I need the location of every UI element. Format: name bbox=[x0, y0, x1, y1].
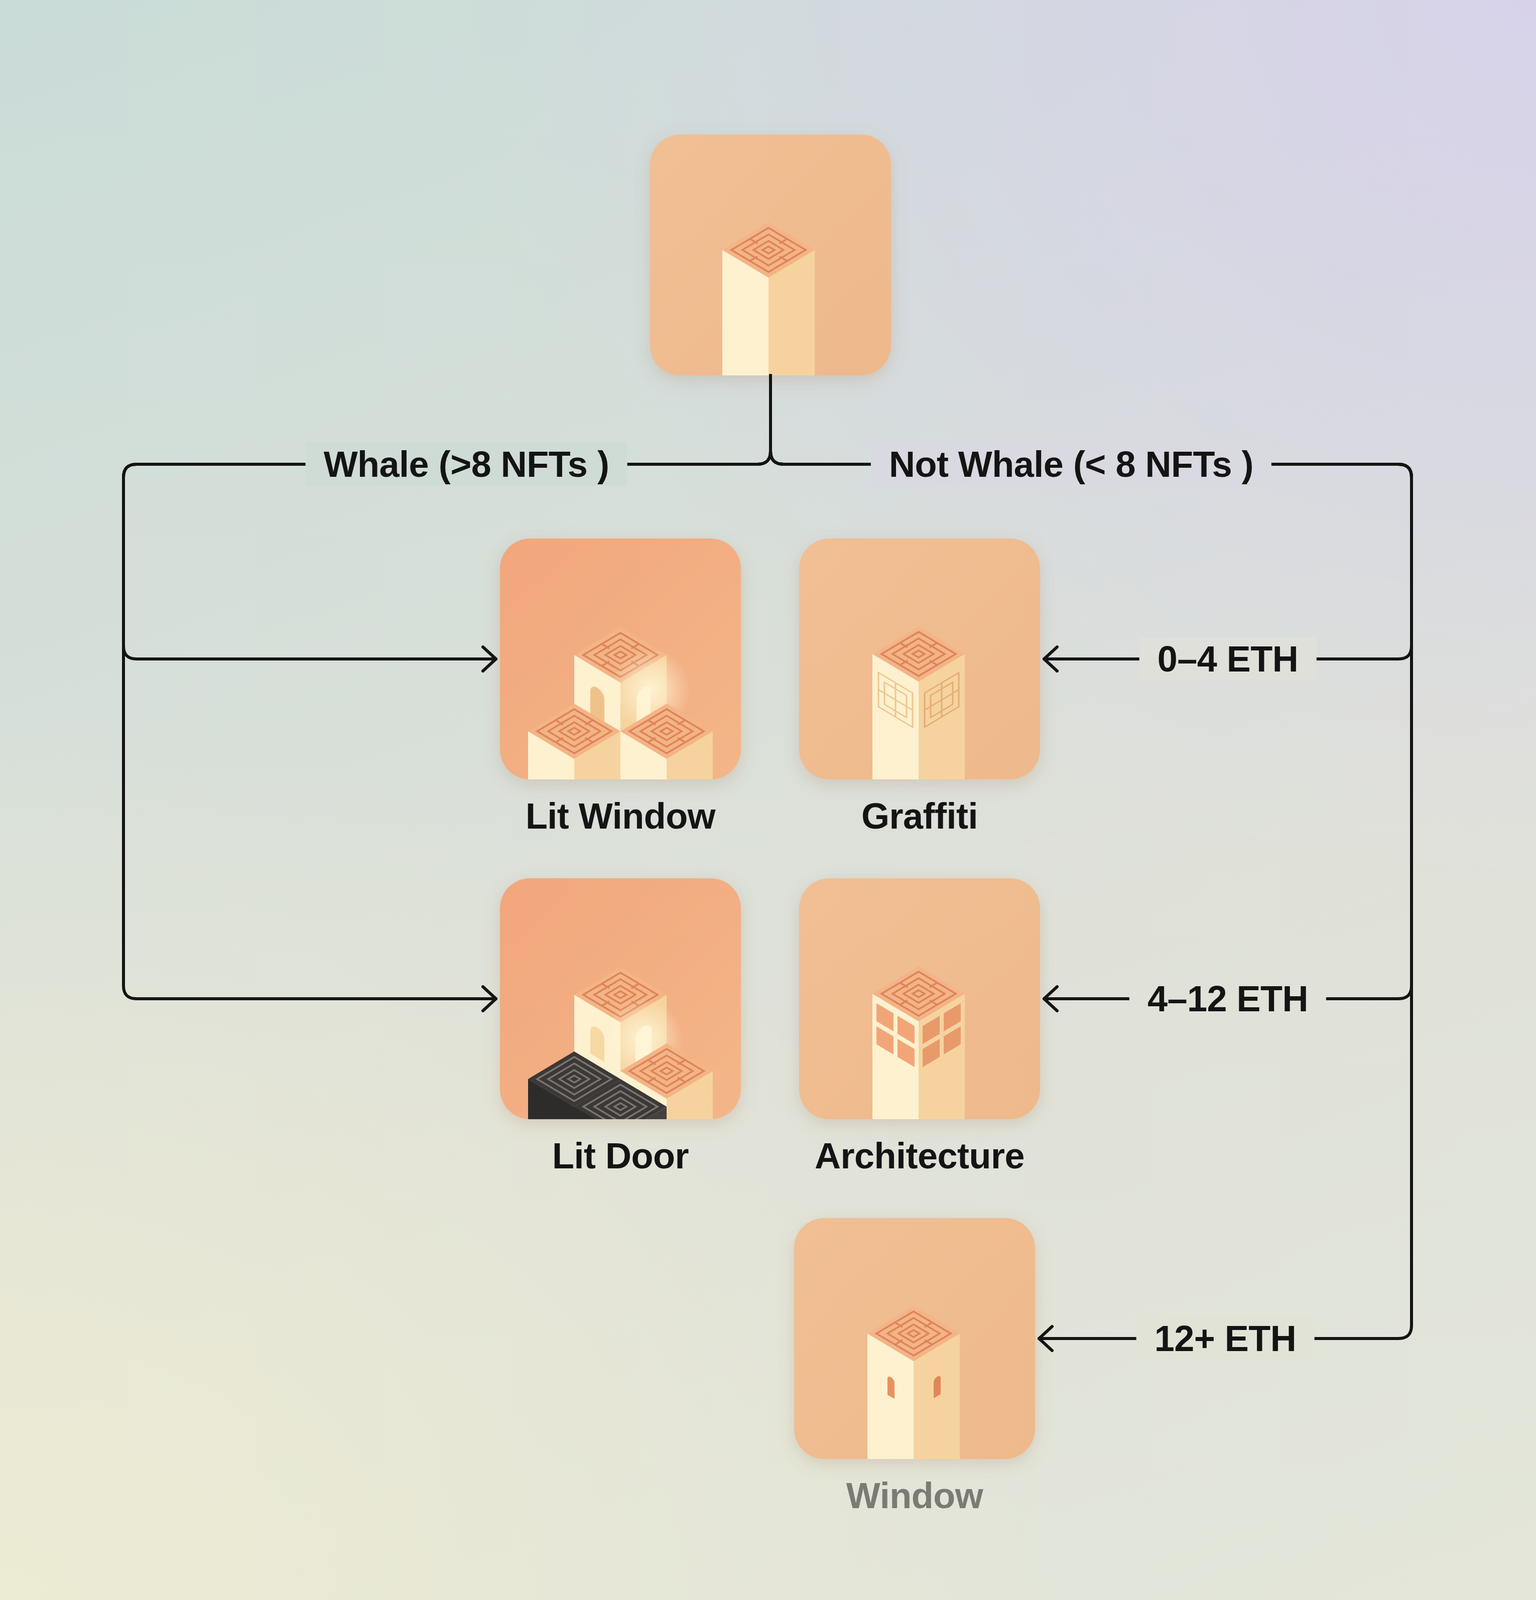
graffiti-tile bbox=[799, 538, 1041, 820]
architecture-tile bbox=[799, 878, 1041, 1160]
root-tile bbox=[650, 134, 891, 416]
price-range-label: 0–4 ETH bbox=[1139, 637, 1317, 681]
branch-connector bbox=[123, 375, 771, 999]
tile-label: Graffiti bbox=[861, 794, 978, 838]
window-tile bbox=[794, 1218, 1036, 1500]
tile-node: Lit Door bbox=[499, 878, 741, 1120]
lit-door-tile bbox=[499, 878, 741, 1273]
price-range-label: 4–12 ETH bbox=[1129, 977, 1327, 1021]
tile-node: Architecture bbox=[799, 878, 1041, 1120]
tile-node: Window bbox=[794, 1218, 1036, 1460]
price-range-label: 12+ ETH bbox=[1136, 1317, 1315, 1361]
branch-connector bbox=[123, 375, 771, 660]
tile-label: Window bbox=[846, 1474, 983, 1518]
lit-window-tile bbox=[499, 538, 741, 898]
tile-node bbox=[650, 134, 891, 376]
tile-label: Lit Window bbox=[525, 794, 716, 838]
branch-label: Whale (>8 NFTs ) bbox=[305, 442, 628, 486]
branch-label: Not Whale (< 8 NFTs ) bbox=[870, 442, 1272, 486]
tile-label: Architecture bbox=[814, 1134, 1025, 1178]
branch-connector bbox=[770, 375, 1412, 1339]
tile-label: Lit Door bbox=[552, 1134, 689, 1178]
branch-connector bbox=[770, 375, 1412, 660]
tile-node: Lit Window bbox=[499, 538, 741, 780]
tile-node: Graffiti bbox=[799, 538, 1041, 780]
branch-connector bbox=[770, 375, 1412, 999]
